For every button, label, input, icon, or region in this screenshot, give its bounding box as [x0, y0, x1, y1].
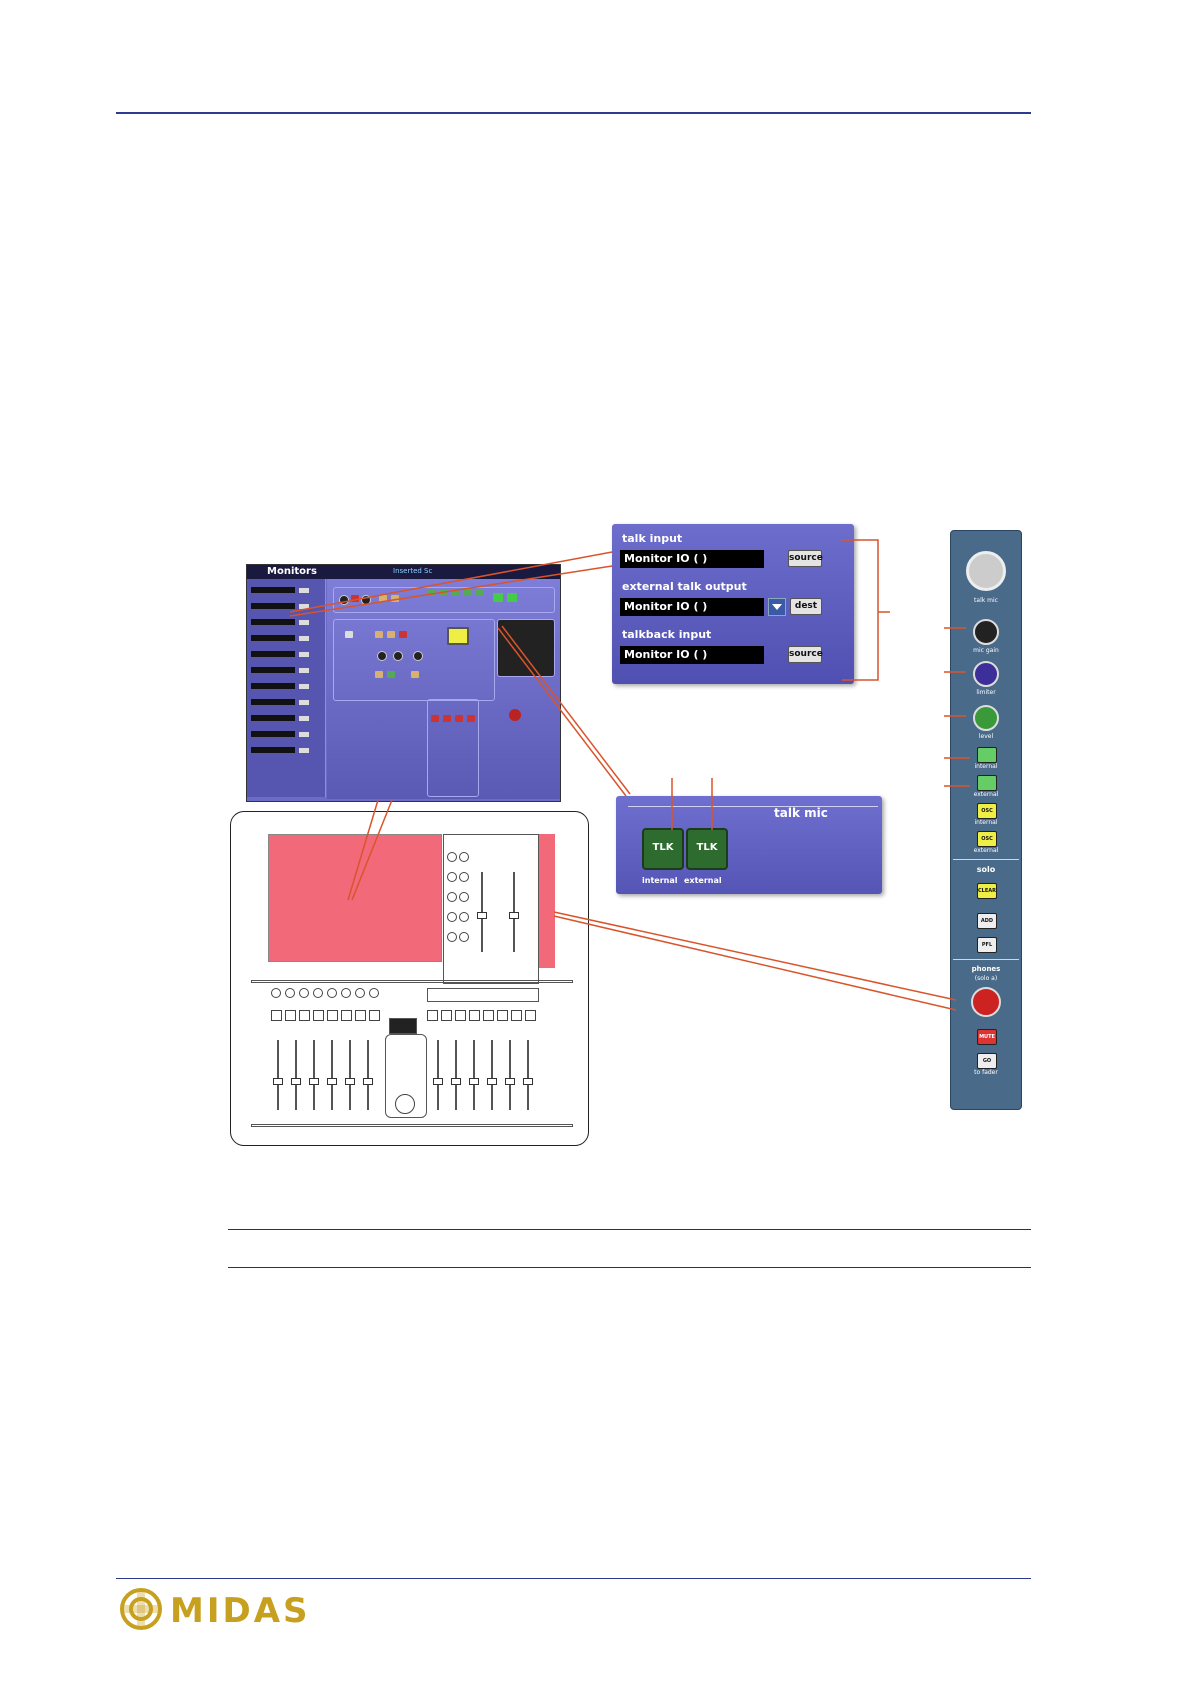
talk-mic-strip-label: talk mic	[974, 597, 998, 604]
line-gui-to-talk-input-2	[289, 565, 613, 617]
gui-titlebar: Monitors Inserted Sc	[247, 565, 560, 579]
gui-screen-highlight	[268, 834, 442, 962]
console-drawing	[230, 811, 589, 1146]
line-gui-to-talk-mic-2	[501, 625, 631, 795]
external-label: external	[973, 791, 999, 798]
osc-internal-label: internal	[974, 819, 998, 826]
chevron-down-icon	[772, 604, 782, 610]
clear-button[interactable]: CLEAR	[977, 883, 997, 899]
talkback-input-field[interactable]: Monitor IO ( )	[620, 646, 764, 664]
caption-rule-top	[228, 1229, 1031, 1230]
monitor-strip-highlight	[539, 834, 555, 968]
external-talk-output-dest-button[interactable]: dest	[790, 598, 822, 615]
console-badge	[389, 1018, 417, 1034]
bracket-talk-panel	[842, 539, 879, 681]
level-label: level	[978, 733, 994, 740]
line-strip-to-phones-2	[553, 915, 957, 1011]
phones-label: phones	[971, 965, 1001, 973]
go-button[interactable]: GO	[977, 1053, 997, 1069]
jog-area	[385, 1034, 427, 1118]
mic-gain-label: mic gain	[973, 647, 999, 654]
input-bay-outline	[443, 834, 539, 984]
talk-input-field[interactable]: Monitor IO ( )	[620, 550, 764, 568]
talkback-input-source-button[interactable]: source	[788, 646, 823, 663]
talk-mic-title: talk mic	[774, 806, 828, 820]
external-talk-output-field[interactable]: Monitor IO ( )	[620, 598, 764, 616]
phones-knob[interactable]	[971, 987, 1001, 1017]
pfl-button[interactable]: PFL	[977, 937, 997, 953]
tlk-internal-button[interactable]: TLK	[642, 828, 684, 870]
gui-tab-label: Inserted Sc	[393, 567, 433, 575]
mute-button[interactable]: MUTE	[977, 1029, 997, 1045]
phones-sub-label: (solo a)	[974, 975, 998, 982]
internal-label: internal	[974, 763, 998, 770]
talk-input-source-button[interactable]: source	[788, 550, 823, 567]
level-knob[interactable]	[973, 705, 999, 731]
gui-sidebar	[247, 579, 326, 797]
to-fader-label: to fader	[974, 1069, 998, 1076]
logo-wordmark: MIDAS	[170, 1591, 311, 1631]
talk-input-callout: talk input Monitor IO ( ) source externa…	[612, 524, 854, 684]
osc-internal-button[interactable]: OSC	[977, 803, 997, 819]
midas-logo: MIDAS	[116, 1584, 346, 1634]
strip-divider-1	[953, 859, 1019, 860]
limiter-knob[interactable]	[973, 661, 999, 687]
talk-internal-hw-button[interactable]	[977, 747, 997, 763]
external-talk-output-label: external talk output	[622, 580, 747, 593]
tlk-internal-label: internal	[642, 876, 678, 885]
talk-mic-callout: talk mic TLK TLK internal external	[616, 796, 882, 894]
talk-input-label: talk input	[622, 532, 683, 545]
armrest-line	[251, 1124, 573, 1127]
tlk-external-button[interactable]: TLK	[686, 828, 728, 870]
solo-label: solo	[976, 865, 996, 874]
tlk-external-label: external	[684, 876, 722, 885]
strip-divider-2	[953, 959, 1019, 960]
osc-external-button[interactable]: OSC	[977, 831, 997, 847]
line-gui-to-talk-mic-1	[497, 627, 627, 797]
line-gui-to-screen-2	[351, 799, 393, 901]
add-button[interactable]: ADD	[977, 913, 997, 929]
limiter-label: limiter	[976, 689, 996, 696]
caption-rule-bottom	[228, 1267, 1031, 1268]
footer-rule	[116, 1578, 1031, 1579]
surface-divider	[251, 980, 573, 983]
jog-wheel	[395, 1094, 415, 1114]
talk-mic-divider	[628, 806, 878, 807]
line-gui-to-screen-1	[347, 799, 379, 901]
talkback-input-label: talkback input	[622, 628, 712, 641]
talk-mic-xlr-socket	[966, 551, 1006, 591]
line-strip-to-phones-1	[553, 911, 957, 1001]
talk-external-hw-button[interactable]	[977, 775, 997, 791]
mic-gain-knob[interactable]	[973, 619, 999, 645]
line-gui-to-talk-input-1	[289, 551, 613, 613]
gui-window-title: Monitors	[267, 566, 317, 577]
button-row-outline	[427, 988, 539, 1002]
osc-external-label: external	[973, 847, 999, 854]
external-talk-output-dropdown[interactable]	[768, 598, 786, 616]
header-rule	[116, 112, 1031, 114]
monitor-control-strip: talk mic mic gain limiter level internal…	[950, 530, 1022, 1110]
gui-main-area	[327, 579, 560, 799]
monitors-gui-screenshot: Monitors Inserted Sc	[246, 564, 561, 802]
